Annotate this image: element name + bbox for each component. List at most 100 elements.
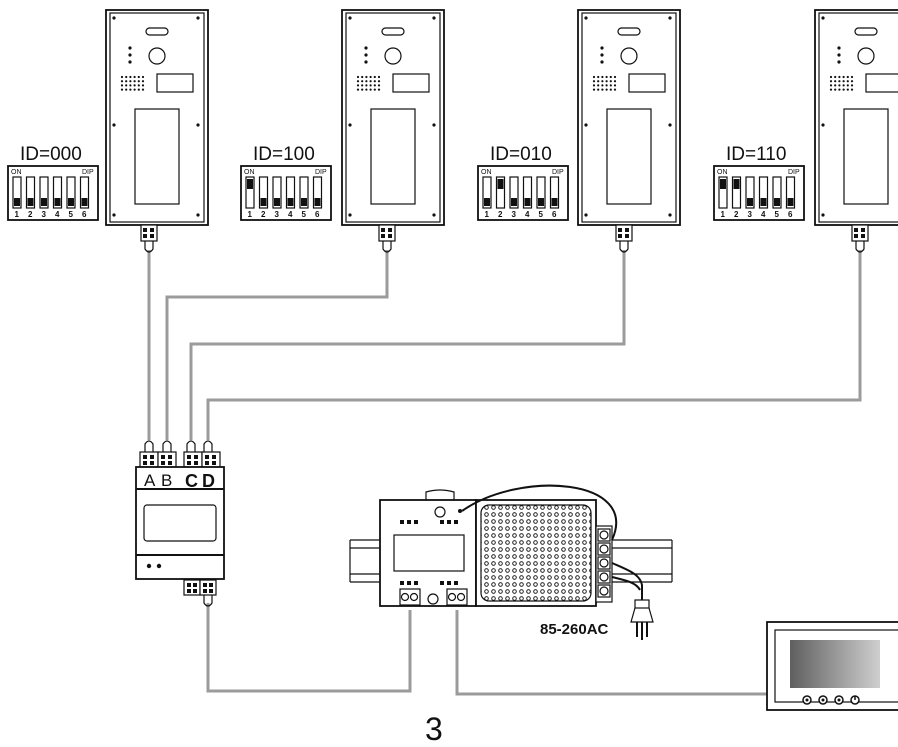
dip-toggle-6: 6 <box>79 176 90 219</box>
camera-lens-icon <box>148 47 166 65</box>
dip-number-label: 6 <box>788 210 793 219</box>
outdoor-stations <box>105 9 898 253</box>
dip-number-label: 1 <box>248 210 253 219</box>
monitor-buttons <box>802 695 860 705</box>
dip-toggle-4: 4 <box>285 176 296 219</box>
dip-dip-label: DIP <box>315 169 327 176</box>
dip-toggle-4: 4 <box>522 176 533 219</box>
dip-number-label: 4 <box>288 210 293 219</box>
camera-slot <box>854 27 878 36</box>
name-tag <box>865 73 898 93</box>
camera-slot <box>617 27 641 36</box>
dip-on-label: ON <box>11 169 22 176</box>
dip-toggle-2: 2 <box>258 176 269 219</box>
speaker-grille-icon <box>356 75 381 91</box>
psu-vent-grille <box>480 504 592 602</box>
dip-number-label: 2 <box>261 210 266 219</box>
dip-toggle-5: 5 <box>299 176 309 219</box>
camera-lens-icon <box>620 47 638 65</box>
outdoor-station-4 <box>814 9 898 253</box>
dip-number-label: 1 <box>485 210 490 219</box>
dip-toggle-4: 4 <box>52 176 63 219</box>
dip-number-label: 1 <box>721 210 726 219</box>
ac-plug-icon <box>630 599 654 640</box>
dip-toggle-1: 1 <box>482 176 492 219</box>
dip-on-label: ON <box>481 169 492 176</box>
dip-dip-label: DIP <box>552 169 564 176</box>
dip-number-label: 2 <box>734 210 739 219</box>
distributor-top-terminals <box>139 440 221 468</box>
dip-toggle-3: 3 <box>745 176 755 219</box>
speaker-grille-icon <box>829 75 854 91</box>
station-terminal <box>378 224 396 253</box>
dip-dip-label: DIP <box>82 169 94 176</box>
dip-number-label: 5 <box>775 210 780 219</box>
station-terminal <box>851 224 869 253</box>
outdoor-station-2 <box>341 9 445 253</box>
dip-number-label: 5 <box>539 210 544 219</box>
display-window <box>606 108 652 205</box>
wire-distributor-to-power <box>206 603 412 693</box>
terminal-d-label: D <box>202 471 215 491</box>
camera-lens-icon <box>857 47 875 65</box>
dip-number-label: 6 <box>315 210 320 219</box>
camera-lens-icon <box>384 47 402 65</box>
dip-toggle-1: 1 <box>245 176 255 219</box>
dip-number-label: 3 <box>748 210 753 219</box>
name-tag <box>156 73 194 93</box>
dip-number-label: 2 <box>28 210 33 219</box>
display-window <box>843 108 889 205</box>
station-id-label: ID=110 <box>726 144 786 165</box>
dip-toggle-5: 5 <box>536 176 546 219</box>
wire-station-2-to-b <box>165 250 389 440</box>
distributor-bottom-terminals <box>183 579 217 607</box>
dip-toggle-2: 2 <box>25 176 36 219</box>
distributor: A B C D <box>135 440 225 607</box>
dip-number-label: 4 <box>761 210 766 219</box>
wire-station-4-to-d <box>206 250 862 440</box>
dip-toggle-6: 6 <box>549 176 560 219</box>
station-id-label: ID=010 <box>490 144 552 165</box>
dip-on-label: ON <box>717 169 728 176</box>
dip-toggle-1: 1 <box>718 176 728 219</box>
dip-number-label: 4 <box>55 210 60 219</box>
dip-on-label: ON <box>244 169 255 176</box>
input-voltage-label: 85-260AC <box>540 621 609 638</box>
distributor-window <box>143 504 217 542</box>
terminal-b-label: B <box>161 471 172 490</box>
dip-toggle-5: 5 <box>772 176 782 219</box>
outdoor-station-3 <box>577 9 681 253</box>
terminal-a-label: A <box>144 471 156 490</box>
display-window <box>134 108 180 205</box>
station-id-label: ID=000 <box>20 144 82 165</box>
camera-slot <box>381 27 405 36</box>
dip-number-label: 3 <box>512 210 517 219</box>
camera-slot <box>145 27 169 36</box>
dip-toggle-4: 4 <box>758 176 769 219</box>
page-number: 3 <box>425 711 443 747</box>
dip-toggle-5: 5 <box>66 176 76 219</box>
dip-number-label: 1 <box>15 210 20 219</box>
outdoor-station-1 <box>105 9 209 253</box>
dip-number-label: 5 <box>69 210 74 219</box>
dip-toggle-3: 3 <box>272 176 282 219</box>
wire-power-to-monitor <box>455 610 767 696</box>
indoor-monitor <box>766 621 898 711</box>
station-id-label: ID=100 <box>253 144 315 165</box>
wire-station-3-to-c <box>189 250 626 440</box>
name-tag <box>392 73 430 93</box>
dip-number-label: 3 <box>42 210 47 219</box>
dip-toggle-2: 2 <box>495 176 506 219</box>
dip-dip-label: DIP <box>788 169 800 176</box>
wires <box>147 250 862 696</box>
monitor-screen <box>790 640 880 688</box>
dip-toggle-6: 6 <box>312 176 323 219</box>
dip-toggle-3: 3 <box>39 176 49 219</box>
dip-number-label: 4 <box>525 210 530 219</box>
dip-number-label: 6 <box>82 210 87 219</box>
